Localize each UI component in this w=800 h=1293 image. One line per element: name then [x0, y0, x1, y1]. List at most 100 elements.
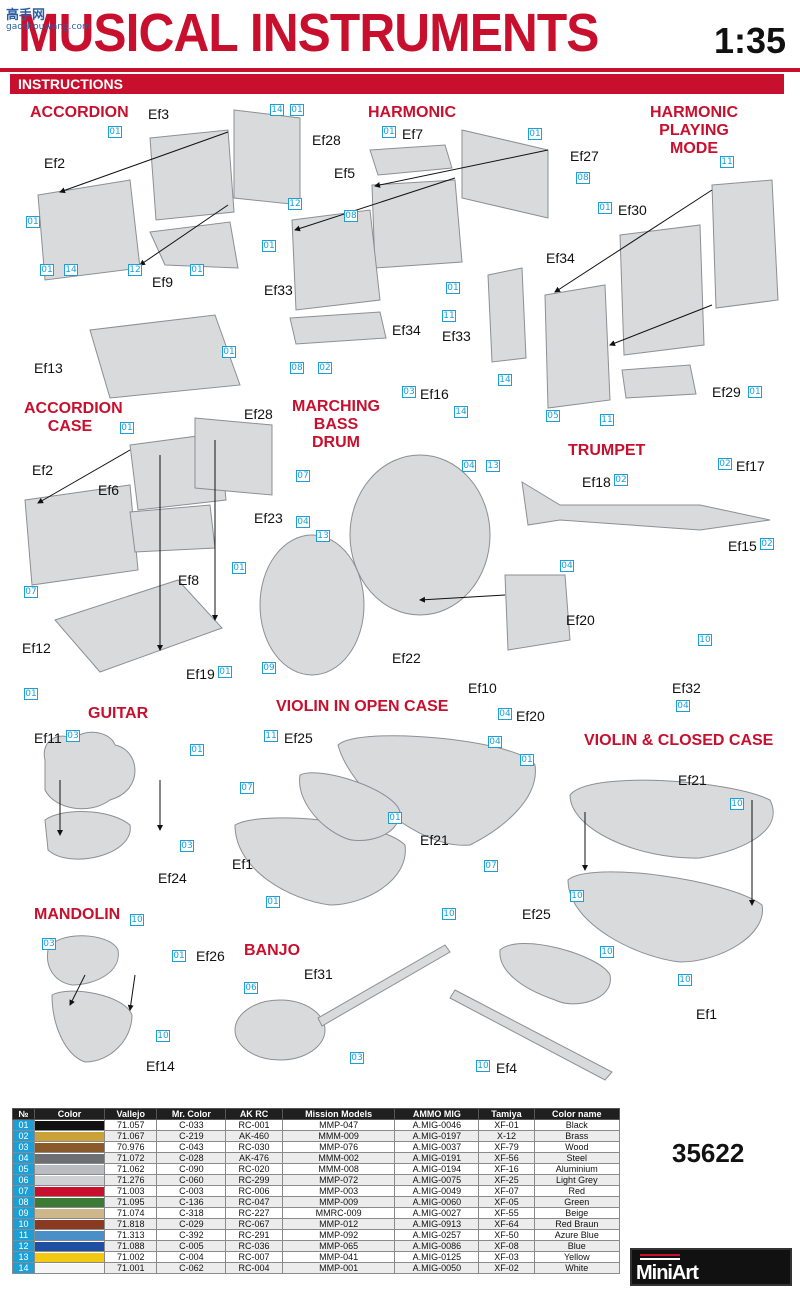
case-suitcase-shape — [54, 579, 223, 673]
table-cell-ak: RC-036 — [225, 1240, 283, 1252]
color-badge: 01 — [520, 754, 534, 766]
color-badge: 04 — [560, 560, 574, 572]
table-cell-tamiya: XF-56 — [478, 1152, 535, 1164]
part-label: Ef34 — [392, 322, 421, 338]
table-cell-ammo: A.MIG-0197 — [394, 1130, 480, 1142]
swatch-fill — [35, 1230, 104, 1240]
table-cell-ak: RC-006 — [225, 1185, 283, 1197]
watermark-line2: gaoshouwang.com — [6, 22, 91, 32]
part-label: Ef31 — [304, 966, 333, 982]
part-label: Ef28 — [312, 132, 341, 148]
color-swatch — [34, 1152, 105, 1164]
case-end-shape — [194, 417, 273, 496]
table-cell-name: Wood — [533, 1141, 621, 1153]
kit-number: 35622 — [672, 1138, 745, 1168]
table-cell-n: 05 — [12, 1163, 35, 1175]
table-cell-tamiya: X-12 — [478, 1130, 535, 1142]
color-swatch — [34, 1119, 105, 1131]
violin-open-shape — [299, 772, 401, 841]
color-badge: 02 — [614, 474, 628, 486]
table-cell-n: 08 — [12, 1196, 35, 1208]
color-swatch — [34, 1240, 105, 1252]
table-cell-mr: C-004 — [156, 1251, 227, 1263]
color-badge: 01 — [528, 128, 542, 140]
harmonic-playing-base-shape — [621, 364, 697, 399]
table-cell-vallejo: 71.276 — [103, 1174, 158, 1186]
part-label: Ef21 — [678, 772, 707, 788]
section-guitar: GUITAR — [88, 705, 149, 722]
color-badge: 01 — [262, 240, 276, 252]
swatch-fill — [35, 1131, 104, 1141]
part-label: Ef25 — [522, 906, 551, 922]
table-cell-n: 09 — [12, 1207, 35, 1219]
part-label: Ef20 — [566, 612, 595, 628]
part-label: Ef34 — [546, 250, 575, 266]
mandolin-back-shape — [51, 990, 133, 1063]
table-cell-n: 11 — [12, 1229, 35, 1241]
color-badge: 10 — [730, 798, 744, 810]
color-badge: 07 — [240, 782, 254, 794]
table-cell-ak: RC-020 — [225, 1163, 283, 1175]
table-cell-ak: AK-460 — [225, 1130, 283, 1142]
table-cell-ak: RC-004 — [225, 1262, 283, 1274]
table-cell-mr: C-090 — [156, 1163, 227, 1175]
color-badge: 02 — [718, 458, 732, 470]
section-accordion: ACCORDION — [30, 104, 129, 121]
drum-shell-shape — [349, 454, 491, 616]
swatch-fill — [35, 1120, 104, 1130]
table-cell-mm: MMP-041 — [281, 1251, 396, 1263]
table-cell-tamiya: XF-03 — [478, 1251, 535, 1263]
table-cell-ak: RC-007 — [225, 1251, 283, 1263]
part-label: Ef4 — [496, 1060, 518, 1076]
table-cell-tamiya: XF-01 — [478, 1119, 535, 1131]
table-cell-mr: C-033 — [156, 1119, 227, 1131]
color-swatch — [34, 1251, 105, 1263]
instructions-bar: INSTRUCTIONS — [10, 74, 784, 94]
table-cell-tamiya: XF-05 — [478, 1196, 535, 1208]
table-cell-tamiya: XF-64 — [478, 1218, 535, 1230]
color-badge: 01 — [24, 688, 38, 700]
table-header: Mission Models — [281, 1108, 396, 1120]
table-cell-ammo: A.MIG-0257 — [394, 1229, 480, 1241]
table-cell-mr: C-029 — [156, 1218, 227, 1230]
color-swatch — [34, 1185, 105, 1197]
color-badge: 08 — [576, 172, 590, 184]
color-badge: 01 — [748, 386, 762, 398]
table-cell-mm: MMP-092 — [281, 1229, 396, 1241]
table-cell-ak: RC-001 — [225, 1119, 283, 1131]
part-label: Ef6 — [98, 482, 120, 498]
part-label: Ef11 — [34, 730, 62, 746]
color-badge: 14 — [454, 406, 468, 418]
table-cell-ammo: A.MIG-0060 — [394, 1196, 480, 1208]
part-label: Ef2 — [32, 462, 54, 478]
harmonic-playing-side-shape — [487, 267, 527, 363]
part-label: Ef22 — [392, 650, 421, 666]
color-badge: 01 — [190, 744, 204, 756]
color-table: № Color Vallejo Mr. Color AK RC Mission … — [12, 1108, 621, 1293]
watermark-line1: 高手网 — [6, 8, 46, 23]
violin-bow-shape — [449, 989, 613, 1081]
color-badge: 11 — [720, 156, 734, 168]
color-badge: 10 — [442, 908, 456, 920]
part-label: Ef33 — [264, 282, 293, 298]
table-cell-mm: MMM-009 — [281, 1130, 396, 1142]
color-badge: 03 — [66, 730, 80, 742]
part-label: Ef10 — [468, 680, 497, 696]
color-badge: 13 — [316, 530, 330, 542]
swatch-fill — [35, 1153, 104, 1163]
table-cell-mm: MMRC-009 — [281, 1207, 396, 1219]
swatch-fill — [35, 1197, 104, 1207]
table-cell-mr: C-003 — [156, 1185, 227, 1197]
table-cell-mm: MMP-047 — [281, 1119, 396, 1131]
table-cell-n: 12 — [12, 1240, 35, 1252]
table-cell-vallejo: 71.818 — [103, 1218, 158, 1230]
accordion-strap-shape — [149, 221, 239, 269]
table-cell-mr: C-392 — [156, 1229, 227, 1241]
table-cell-mm: MMP-065 — [281, 1240, 396, 1252]
table-cell-tamiya: XF-07 — [478, 1185, 535, 1197]
